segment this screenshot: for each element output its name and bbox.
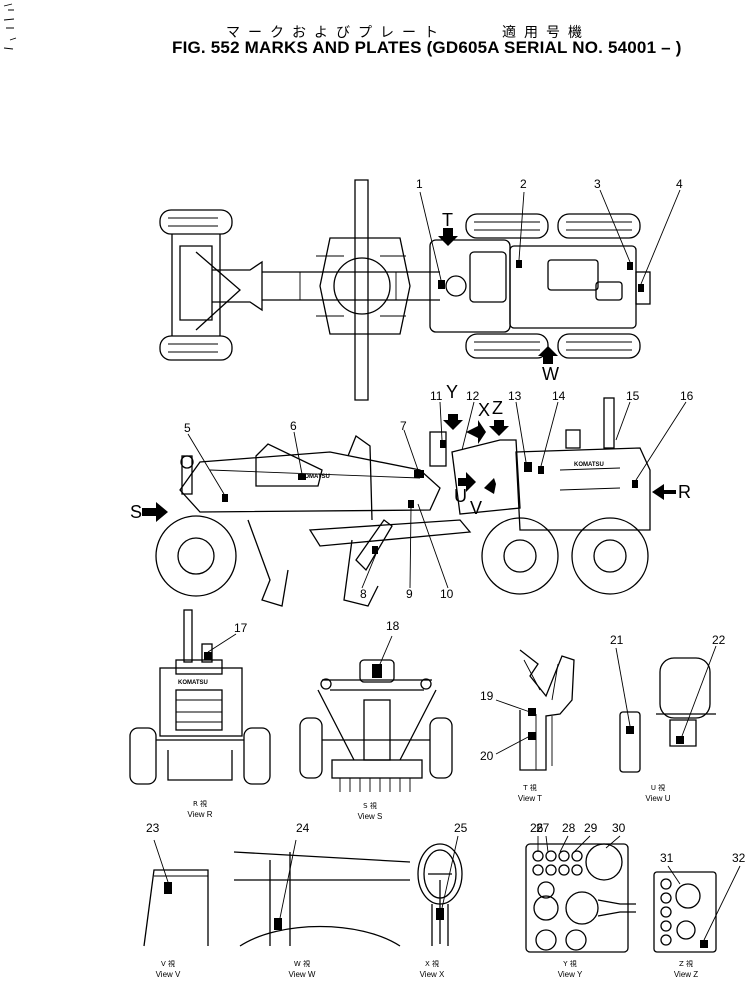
view-w-drawing [233, 839, 411, 947]
caption-u: View U [645, 794, 670, 803]
callout-14: 14 [552, 389, 566, 403]
header-japanese-title: マークおよびプレート [226, 25, 446, 41]
view-s-drawing [299, 635, 453, 792]
view-letter-r: R [678, 482, 691, 502]
caption-z-jp: Z 視 [679, 959, 693, 968]
callout-32: 32 [732, 851, 746, 865]
callout-17: 17 [234, 621, 248, 635]
view-v-drawing [143, 839, 209, 947]
caption-z: View Z [674, 970, 698, 979]
callout-31: 31 [660, 851, 674, 865]
callout-3: 3 [594, 177, 601, 191]
view-letter-u: U [454, 486, 467, 506]
caption-r-jp: R 視 [193, 799, 207, 808]
caption-v-jp: V 視 [161, 959, 175, 968]
callout-21: 21 [610, 633, 624, 647]
callout-20: 20 [480, 749, 494, 763]
callout-23: 23 [146, 821, 160, 835]
callout-13: 13 [508, 389, 522, 403]
caption-w: View W [289, 970, 316, 979]
caption-r: View R [187, 810, 212, 819]
view-letter-v: V [470, 498, 482, 518]
brand-mark-hood: KOMATSU [574, 462, 604, 468]
view-letter-t: T [442, 210, 453, 230]
view-letter-x: X [478, 400, 490, 420]
view-z-drawing [653, 865, 741, 953]
callout-26: 26 [530, 821, 544, 835]
callout-24: 24 [296, 821, 310, 835]
callout-2: 2 [520, 177, 527, 191]
callout-16: 16 [680, 389, 694, 403]
machine-side-view: KOMATSU KOMATSU [142, 397, 687, 607]
view-letter-z: Z [492, 398, 503, 418]
callout-27-label: 27 [536, 821, 550, 835]
callout-11: 11 [430, 389, 443, 403]
caption-v: View V [156, 970, 181, 979]
callout-1: 1 [416, 177, 423, 191]
callout-10: 10 [440, 587, 454, 601]
callout-28: 28 [562, 821, 576, 835]
callout-30: 30 [612, 821, 626, 835]
callout-29: 29 [584, 821, 598, 835]
view-t-drawing [495, 649, 575, 771]
caption-t: View T [518, 794, 542, 803]
view-letter-w: W [542, 364, 559, 384]
callout-4: 4 [676, 177, 683, 191]
header-japanese-serial: 適用号機 [502, 25, 590, 41]
callout-12: 12 [466, 389, 480, 403]
caption-w-jp: W 視 [294, 959, 310, 968]
caption-u-jp: U 視 [651, 783, 665, 792]
view-u-drawing [615, 645, 717, 773]
callout-8: 8 [360, 587, 367, 601]
caption-y-jp: Y 視 [562, 959, 577, 968]
callout-6: 6 [290, 419, 297, 433]
figure-title: FIG. 552 MARKS AND PLATES (GD605A SERIAL… [172, 38, 682, 57]
view-y-drawing [525, 835, 636, 953]
caption-s: View S [358, 812, 383, 821]
caption-x: View X [420, 970, 445, 979]
brand-mark-side: KOMATSU [300, 474, 330, 480]
view-r-drawing: KOMATSU [129, 609, 271, 785]
scan-specks [3, 3, 17, 50]
caption-s-jp: S 視 [363, 801, 377, 810]
callout-5: 5 [184, 421, 191, 435]
callout-25: 25 [454, 821, 468, 835]
caption-t-jp: T 視 [522, 783, 537, 792]
view-x-drawing [417, 835, 463, 946]
callout-7: 7 [400, 419, 407, 433]
view-letter-y: Y [446, 382, 458, 402]
caption-y: View Y [558, 970, 583, 979]
brand-mark-rear: KOMATSU [178, 680, 208, 686]
view-letter-s: S [130, 502, 142, 522]
callout-18: 18 [386, 619, 400, 633]
callout-19: 19 [480, 689, 494, 703]
callout-15: 15 [626, 389, 640, 403]
callout-9: 9 [406, 587, 413, 601]
caption-x-jp: X 視 [425, 959, 439, 968]
callout-22: 22 [712, 633, 726, 647]
machine-top-view [159, 179, 681, 401]
